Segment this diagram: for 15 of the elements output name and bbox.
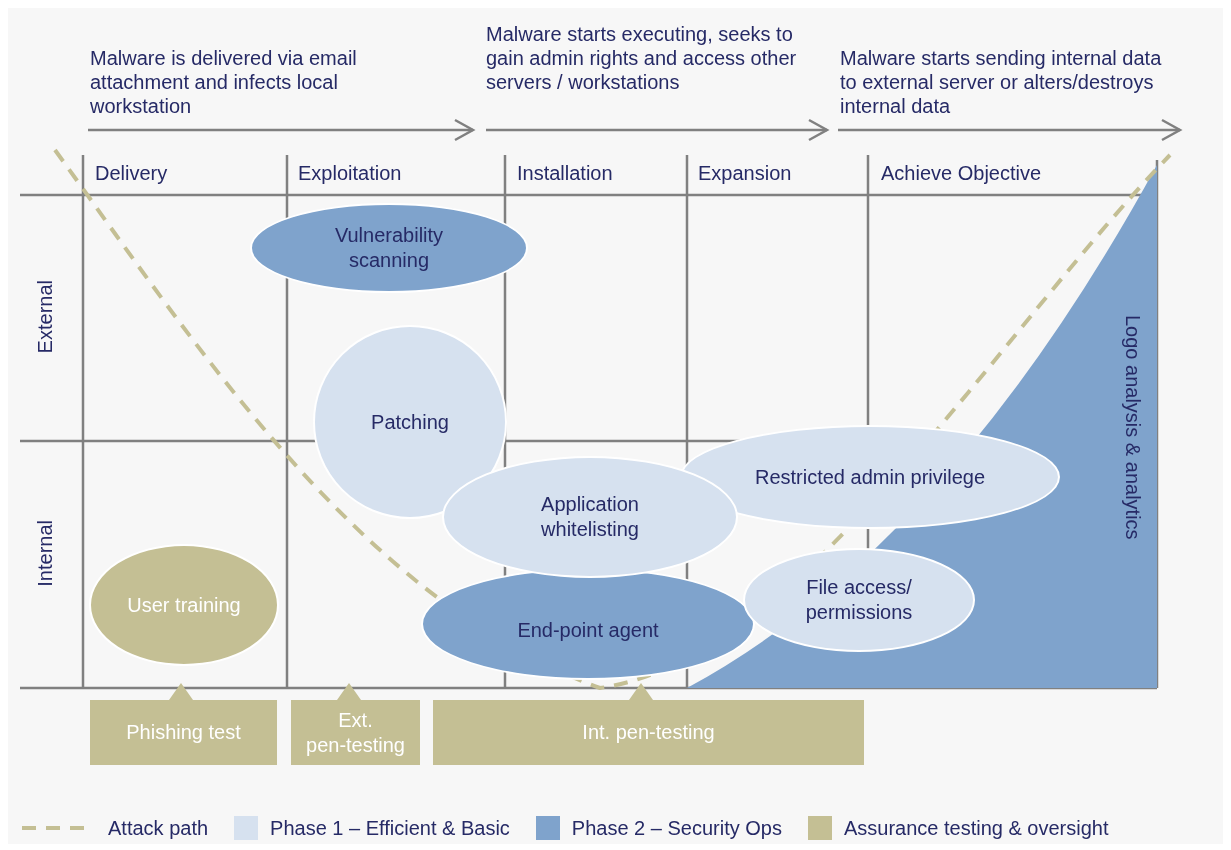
stage-description: Malware is delivered via email attachment and infects local workstation (90, 46, 358, 118)
column-header: Exploitation (298, 161, 402, 185)
legend-label: Attack path (108, 816, 209, 840)
row-header: Internal (33, 520, 57, 587)
assurance-callout: Phishing test (90, 683, 277, 765)
column-header: Delivery (95, 161, 168, 185)
assurance-callout: Int. pen-testing (433, 683, 864, 765)
stage-description: Malware starts sending internal data to external server or alters/destroys internal data (840, 46, 1162, 118)
legend-label: Assurance testing & oversight (843, 816, 1109, 840)
legend-label: Phase 2 – Security Ops (571, 816, 782, 840)
legend-label: Phase 1 – Efficient & Basic (270, 816, 510, 840)
assurance-callout: Ext. pen-testing (291, 683, 420, 765)
row-header: External (33, 280, 57, 354)
stage-description: Malware starts executing, seeks to gain admin rights and access other servers / workstations (486, 22, 798, 94)
column-header: Installation (517, 161, 613, 185)
